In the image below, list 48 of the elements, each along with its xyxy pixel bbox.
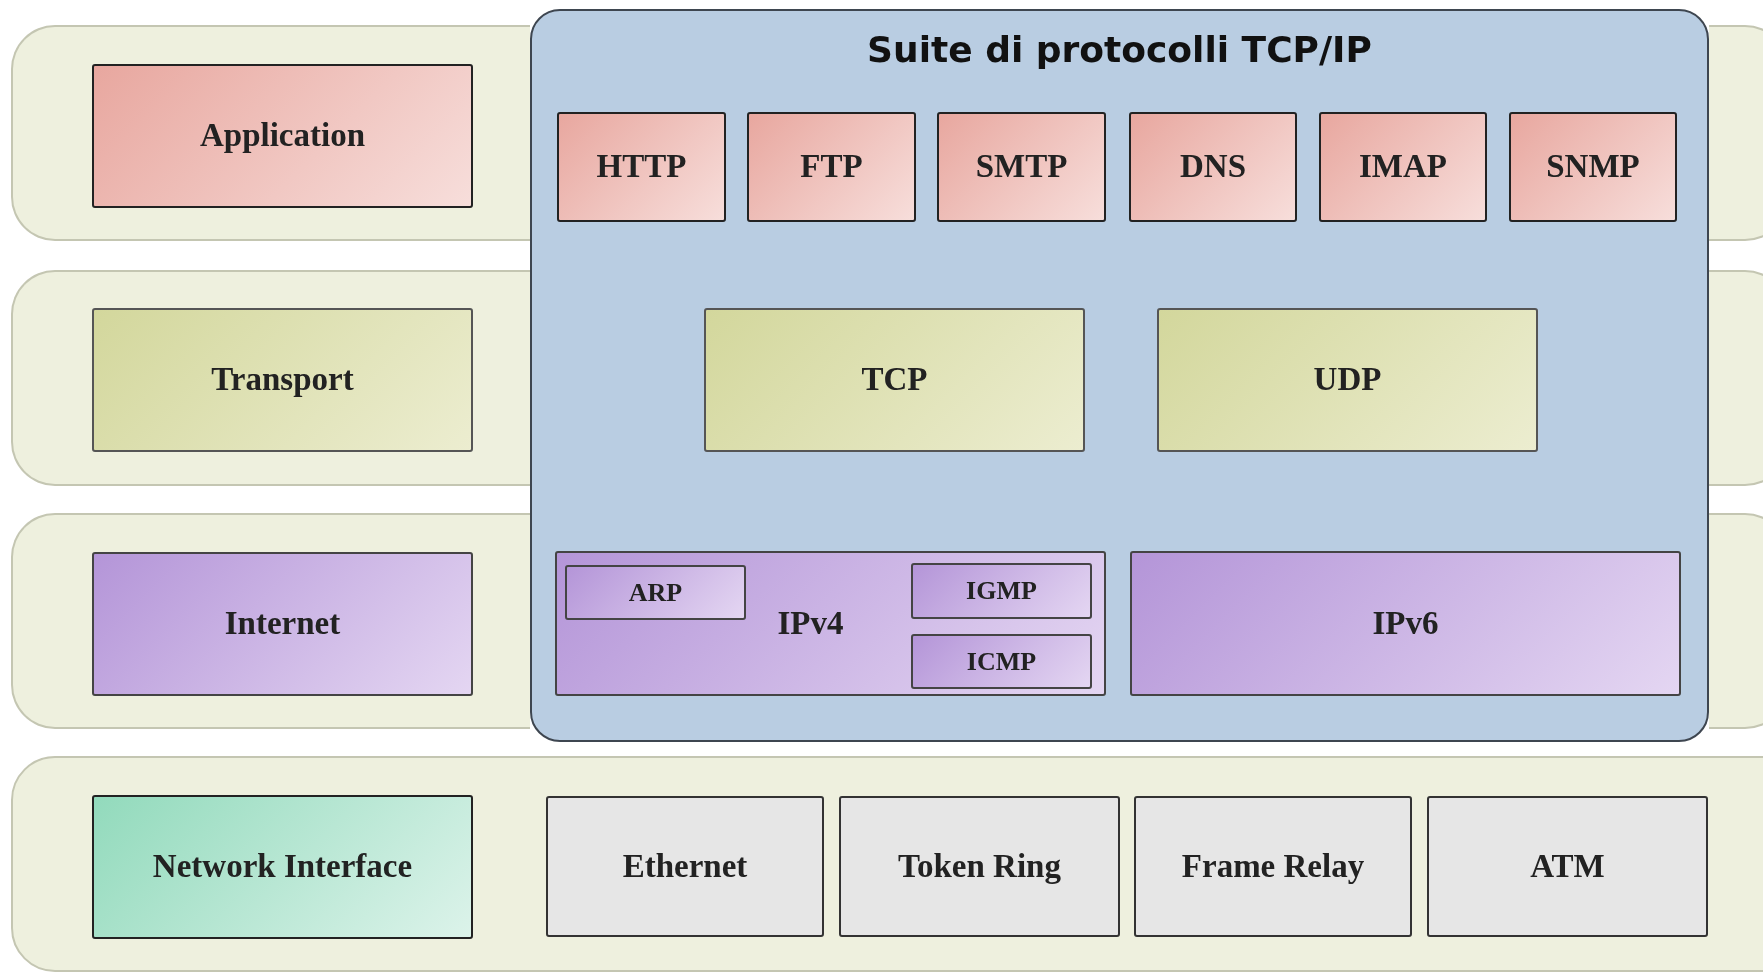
protocol-box	[1134, 796, 1412, 937]
protocol-box	[1129, 112, 1297, 222]
box-label: Frame Relay	[1181, 846, 1365, 886]
box-label: SMTP	[975, 147, 1068, 187]
panel-title: Suite di protocolli TCP/IP	[866, 29, 1373, 70]
box-label: IPv6	[1372, 603, 1439, 643]
box-label: FTP	[800, 147, 863, 187]
layer-box	[92, 308, 473, 452]
box-label: Network Interface	[152, 847, 413, 887]
box-label: SNMP	[1546, 147, 1640, 187]
protocol-box	[1427, 796, 1708, 937]
protocol-box	[1319, 112, 1487, 222]
protocol-suite-panel	[530, 9, 1709, 742]
protocol-box	[937, 112, 1106, 222]
box-label: Token Ring	[898, 846, 1061, 886]
protocol-box	[911, 563, 1092, 619]
protocol-box	[565, 565, 746, 620]
layer-band	[11, 513, 530, 729]
layer-box	[92, 795, 473, 939]
box-label: IGMP	[966, 575, 1037, 607]
box-label: Internet	[224, 604, 341, 644]
box-label: UDP	[1313, 360, 1382, 400]
box-label: Application	[199, 116, 365, 156]
protocol-box	[1509, 112, 1677, 222]
protocol-box	[747, 112, 916, 222]
box-label: ATM	[1530, 846, 1605, 886]
protocol-box	[839, 796, 1120, 937]
box-label: IMAP	[1359, 147, 1447, 187]
box-label: ICMP	[966, 645, 1037, 678]
protocol-box	[557, 112, 726, 222]
box-label: Transport	[211, 360, 354, 400]
box-label: HTTP	[596, 147, 687, 187]
protocol-box	[546, 796, 824, 937]
protocol-box	[1130, 551, 1681, 696]
protocol-box	[911, 634, 1092, 689]
protocol-box	[1157, 308, 1538, 452]
layer-band	[11, 756, 1763, 972]
layer-box	[92, 64, 473, 208]
protocol-box	[704, 308, 1085, 452]
box-label: ARP	[628, 576, 683, 609]
box-label: IPv4	[777, 603, 844, 643]
box-label: TCP	[861, 360, 928, 400]
box-label: DNS	[1180, 147, 1246, 187]
layer-band	[11, 270, 530, 486]
box-label: Ethernet	[622, 846, 748, 886]
layer-band	[11, 25, 530, 241]
protocol-box	[555, 551, 1106, 696]
layer-box	[92, 552, 473, 696]
